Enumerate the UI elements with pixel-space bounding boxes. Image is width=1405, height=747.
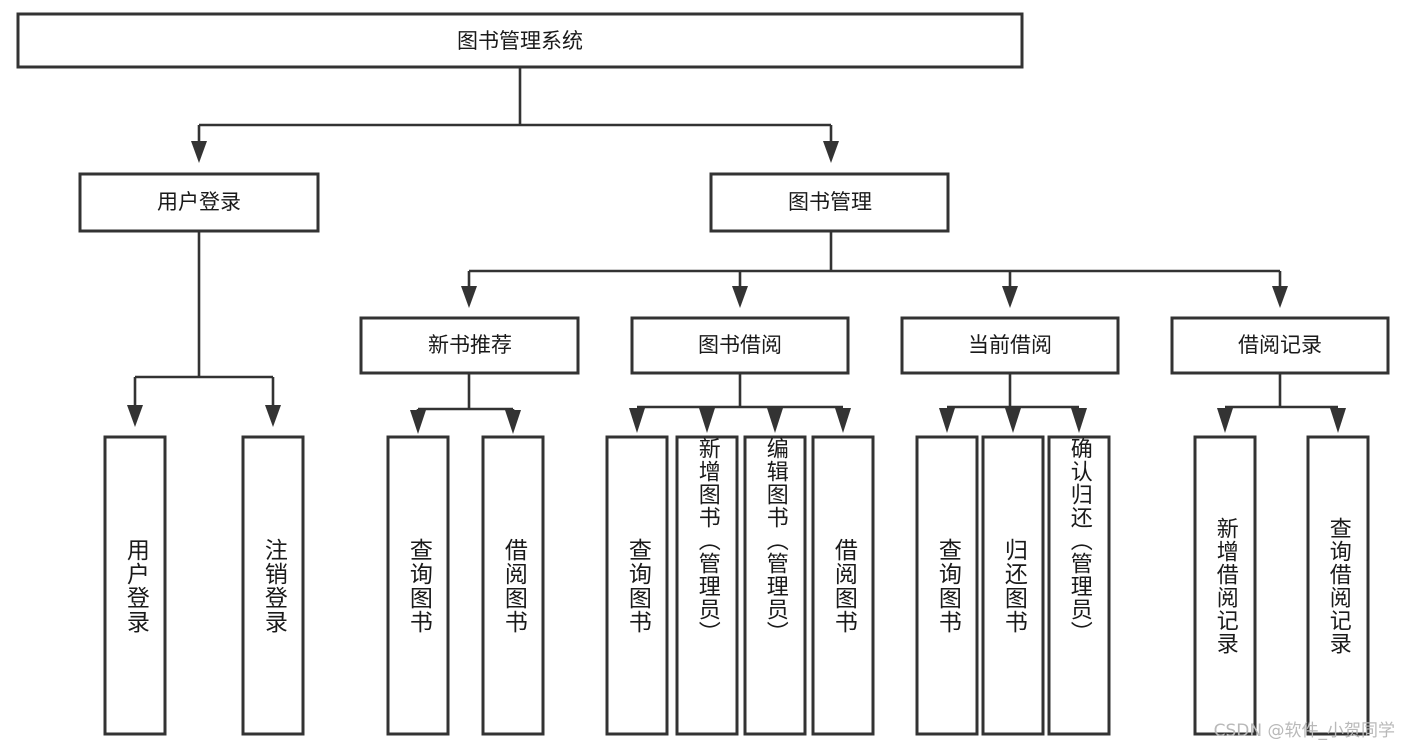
node-user-login-box[interactable] bbox=[78, 172, 320, 233]
leaf-query-book-3-box[interactable] bbox=[915, 435, 979, 736]
node-user-login-label: 用户登录 bbox=[157, 190, 241, 214]
node-book-borrow-label: 图书借阅 bbox=[698, 333, 782, 357]
leaf-logout-box[interactable] bbox=[241, 435, 305, 736]
connector-group-root bbox=[191, 67, 839, 163]
connector-group-user-login bbox=[127, 231, 281, 427]
arrow-head-user-login bbox=[191, 141, 207, 163]
arrow-head-new-book-recommend bbox=[461, 286, 477, 308]
arrow-head-borrow-record bbox=[1272, 286, 1288, 308]
node-book-borrow-box[interactable] bbox=[630, 316, 850, 375]
connector-group-current-borrow bbox=[939, 373, 1087, 433]
leaf-confirm-return-box[interactable] bbox=[1047, 435, 1111, 736]
arrow-head-leaf-add-book bbox=[699, 408, 715, 433]
arrow-head-leaf-query-record bbox=[1330, 408, 1346, 433]
leaf-add-record-box[interactable] bbox=[1193, 435, 1257, 736]
node-root-box[interactable] bbox=[16, 12, 1024, 69]
arrow-head-leaf-borrow-book-2 bbox=[835, 408, 851, 433]
arrow-head-leaf-confirm-return bbox=[1071, 408, 1087, 433]
node-book-manage-box[interactable] bbox=[709, 172, 950, 233]
arrow-head-leaf-edit-book bbox=[767, 408, 783, 433]
node-book-manage-label: 图书管理 bbox=[788, 190, 872, 214]
arrow-head-leaf-logout bbox=[265, 405, 281, 427]
arrow-head-leaf-query-book-2 bbox=[629, 408, 645, 433]
node-current-borrow-label: 当前借阅 bbox=[968, 333, 1052, 357]
leaf-boxes bbox=[103, 435, 1370, 736]
node-root[interactable]: 图书管理系统 bbox=[16, 12, 1024, 69]
arrow-head-current-borrow bbox=[1002, 286, 1018, 308]
arrow-head-leaf-query-book-1 bbox=[410, 410, 426, 434]
connector-group-new-book-recommend bbox=[410, 373, 521, 434]
node-new-book-recommend-label: 新书推荐 bbox=[428, 333, 512, 357]
node-user-login[interactable]: 用户登录 bbox=[78, 172, 320, 233]
leaf-query-book-2-box[interactable] bbox=[605, 435, 669, 736]
node-book-borrow[interactable]: 图书借阅 bbox=[630, 316, 850, 375]
connector-group-book-borrow bbox=[629, 373, 851, 433]
node-new-book-recommend-box[interactable] bbox=[359, 316, 580, 375]
arrow-head-leaf-return-book bbox=[1005, 408, 1021, 433]
connector-group-book-manage bbox=[461, 231, 1288, 308]
leaf-add-book-box[interactable] bbox=[675, 435, 739, 736]
connector-group-borrow-record bbox=[1217, 373, 1346, 433]
node-current-borrow-box[interactable] bbox=[900, 316, 1120, 375]
arrow-head-book-manage bbox=[823, 141, 839, 163]
node-book-manage[interactable]: 图书管理 bbox=[709, 172, 950, 233]
leaf-edit-book-box[interactable] bbox=[743, 435, 807, 736]
leaf-borrow-book-2-box[interactable] bbox=[811, 435, 875, 736]
leaf-borrow-book-1-box[interactable] bbox=[481, 435, 545, 736]
arrow-head-leaf-user-login bbox=[127, 405, 143, 427]
arrow-head-leaf-add-record bbox=[1217, 408, 1233, 433]
node-root-label: 图书管理系统 bbox=[457, 29, 583, 53]
arrow-head-leaf-query-book-3 bbox=[939, 408, 955, 433]
arrow-head-book-borrow bbox=[732, 286, 748, 308]
leaf-return-book-box[interactable] bbox=[981, 435, 1045, 736]
leaf-query-record-box[interactable] bbox=[1306, 435, 1370, 736]
node-new-book-recommend[interactable]: 新书推荐 bbox=[359, 316, 580, 375]
arrow-head-leaf-borrow-book-1 bbox=[505, 410, 521, 434]
node-current-borrow[interactable]: 当前借阅 bbox=[900, 316, 1120, 375]
leaf-query-book-1-box[interactable] bbox=[386, 435, 450, 736]
node-borrow-record-label: 借阅记录 bbox=[1238, 333, 1322, 357]
node-borrow-record[interactable]: 借阅记录 bbox=[1170, 316, 1390, 375]
leaf-user-login-box[interactable] bbox=[103, 435, 167, 736]
node-borrow-record-box[interactable] bbox=[1170, 316, 1390, 375]
csdn-watermark: CSDN @软件_小贺同学 bbox=[1213, 721, 1395, 741]
